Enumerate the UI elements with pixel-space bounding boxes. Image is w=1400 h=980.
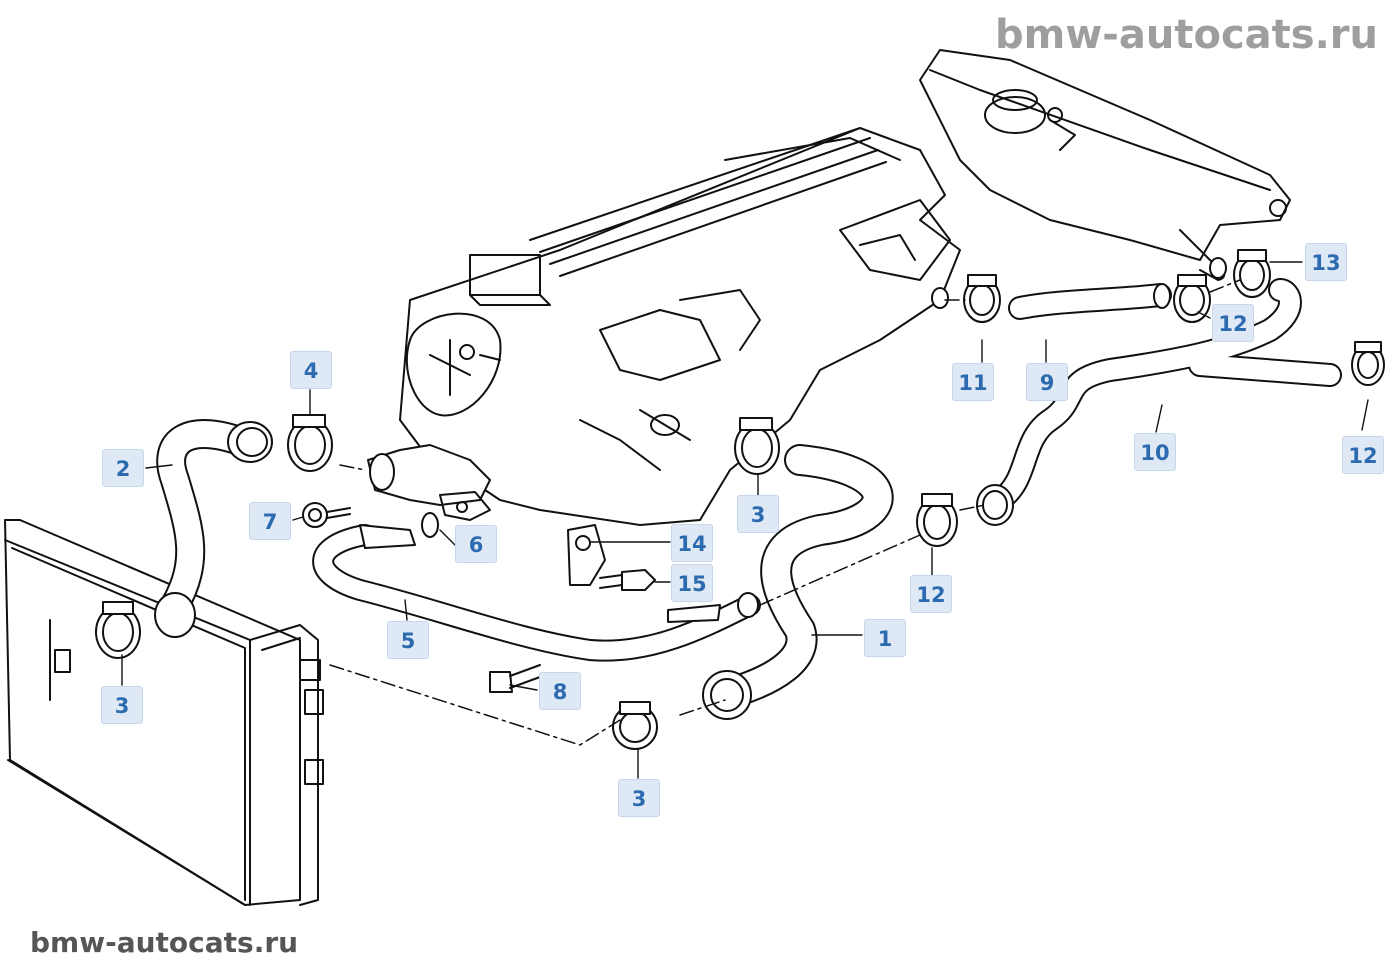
thermostat-housing xyxy=(367,444,491,521)
callout-12-upper[interactable]: 12 xyxy=(1212,304,1254,342)
callout-8[interactable]: 8 xyxy=(539,672,581,710)
watermark-bottom: bmw-autocats.ru xyxy=(30,926,299,959)
radiator xyxy=(4,519,324,906)
clamp-12-middle xyxy=(916,493,958,547)
callout-9[interactable]: 9 xyxy=(1026,363,1068,401)
watermark-top: bmw-autocats.ru xyxy=(995,12,1378,58)
callout-2[interactable]: 2 xyxy=(102,449,144,487)
callout-3-engine[interactable]: 3 xyxy=(737,495,779,533)
clamp-3-radiator xyxy=(95,601,141,659)
callout-10[interactable]: 10 xyxy=(1134,433,1176,471)
callout-14[interactable]: 14 xyxy=(671,524,713,562)
callout-6[interactable]: 6 xyxy=(455,525,497,563)
callout-12-right[interactable]: 12 xyxy=(1342,436,1384,474)
expansion-tank xyxy=(919,49,1291,281)
o-ring-6 xyxy=(421,512,439,538)
callout-4[interactable]: 4 xyxy=(290,351,332,389)
bracket-14 xyxy=(567,524,606,586)
callout-13[interactable]: 13 xyxy=(1305,243,1347,281)
clamp-12-right xyxy=(1351,341,1385,386)
callout-7[interactable]: 7 xyxy=(249,502,291,540)
clamp-12-upper xyxy=(1173,274,1211,323)
clamp-3-lower xyxy=(612,701,658,750)
callout-11[interactable]: 11 xyxy=(952,363,994,401)
callout-3-lower[interactable]: 3 xyxy=(618,779,660,817)
clamp-13 xyxy=(1233,249,1271,298)
clamp-4 xyxy=(287,414,333,472)
callout-15[interactable]: 15 xyxy=(671,564,713,602)
callout-1[interactable]: 1 xyxy=(864,619,906,657)
clamp-11 xyxy=(963,274,1001,323)
callout-12-middle[interactable]: 12 xyxy=(910,575,952,613)
callout-3-radiator[interactable]: 3 xyxy=(101,686,143,724)
clamp-3-engine xyxy=(734,417,780,475)
bolt-8 xyxy=(489,664,541,693)
callout-5[interactable]: 5 xyxy=(387,621,429,659)
bolt-15 xyxy=(599,569,656,591)
engine-block xyxy=(399,127,961,526)
bolt-7 xyxy=(302,502,351,528)
